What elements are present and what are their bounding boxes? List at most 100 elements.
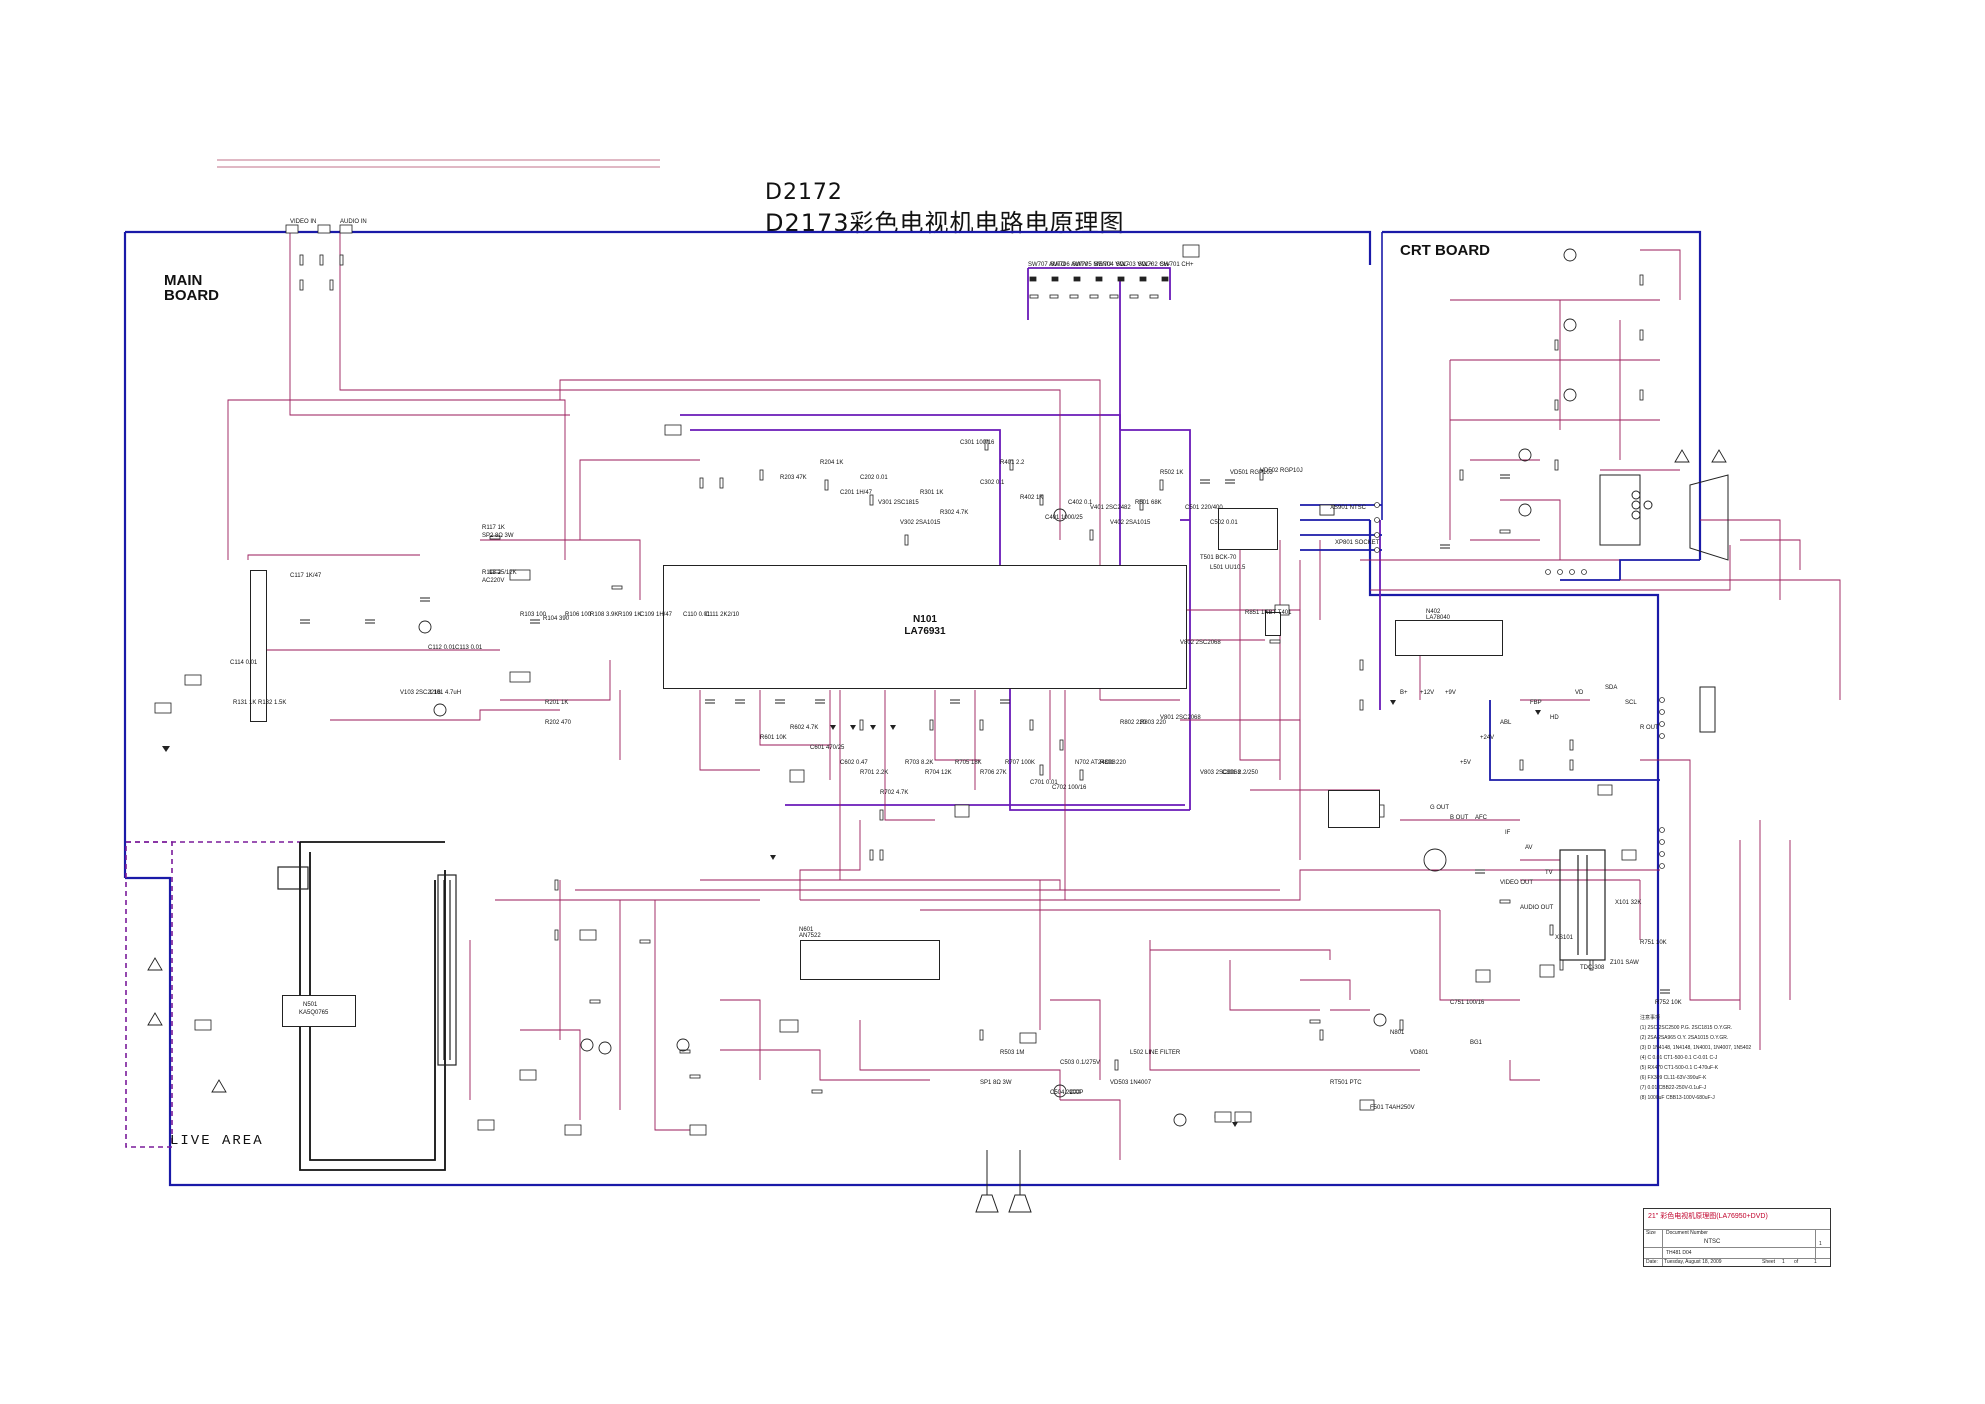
component-label: C109 1H/47	[640, 612, 673, 618]
notes-item-1: (1) 2SC 2SC2500 P.G. 2SC1815 O.Y.GR.	[1640, 1025, 1733, 1031]
notes-heading: 注意事项	[1640, 1015, 1661, 1021]
component-label: R402 1K	[1020, 495, 1044, 501]
title-line-1: D2172	[765, 180, 843, 205]
ic-n402-part: LA78040	[1426, 615, 1451, 621]
notes-item-4: (4) C 0.01 CT1-500-0.1 C-0.01 C-J	[1640, 1055, 1718, 1061]
component-label: +9V	[1445, 690, 1456, 696]
component-label: R104 390	[543, 616, 570, 622]
component-label: C112 0.01	[428, 645, 456, 651]
component-label: R302 4.7K	[940, 510, 969, 516]
component-label: B OUT	[1450, 815, 1469, 821]
key-auto: SW707 AUTO	[1028, 262, 1066, 268]
component-label: R103 100	[520, 612, 547, 618]
title-block-sheet: 1	[1782, 1259, 1785, 1265]
notes-item-8: (8) 1000uF CBB13-100V-680uF-J	[1640, 1095, 1715, 1101]
title-block-checker: TH481 D04	[1666, 1250, 1692, 1256]
component-label: R802 220	[1120, 720, 1147, 726]
video-in-label: VIDEO IN	[290, 219, 317, 225]
component-label: R701 2.2K	[860, 770, 889, 776]
component-label: R703 8.2K	[905, 760, 934, 766]
component-label: R803 220	[1140, 720, 1167, 726]
component-label: C301 100/16	[960, 440, 995, 446]
component-label: R131 1K	[233, 700, 257, 706]
notes-item-6: (6) FX309 CL11-63V-390uF-K	[1640, 1075, 1707, 1081]
component-label: XS101	[1555, 935, 1574, 941]
component-label: C702 100/16	[1052, 785, 1087, 791]
component-label: R202 470	[545, 720, 572, 726]
component-label: VIDEO OUT	[1500, 880, 1534, 886]
component-label: HD	[1550, 715, 1559, 721]
component-label: C504 2200P	[1050, 1090, 1084, 1096]
component-label: G OUT	[1430, 805, 1449, 811]
component-label: SCL	[1625, 700, 1637, 706]
component-label: VD801	[1410, 1050, 1429, 1056]
component-label: R706 27K	[980, 770, 1007, 776]
component-label: R801 220	[1100, 760, 1127, 766]
component-label: R601 10K	[760, 735, 787, 741]
title-block-of-val: 1	[1814, 1259, 1817, 1265]
component-label: Z101 SAW	[1610, 960, 1639, 966]
component-label: FBP	[1530, 700, 1542, 706]
component-label: L502 LINE FILTER	[1130, 1050, 1181, 1056]
live-area-label: LIVE AREA	[170, 1133, 264, 1149]
component-label: TDC-308	[1580, 965, 1605, 971]
ic-n702	[1218, 508, 1278, 550]
audio-in-label: AUDIO IN	[340, 219, 367, 225]
component-label: SP2 8Ω 3W	[482, 533, 514, 539]
key-vol-up: SW703 VOL+	[1116, 262, 1153, 268]
component-label: C701 0.01	[1030, 780, 1058, 786]
component-label: R707 100K	[1005, 760, 1036, 766]
component-label: C801 2.2/250	[1222, 770, 1259, 776]
component-label: ABL	[1500, 720, 1512, 726]
component-label: XP801 SOCKET	[1335, 540, 1380, 546]
component-label: V801 2SC2068	[1160, 715, 1201, 721]
key-ch-down: SW702 CH-	[1138, 262, 1171, 268]
component-label: C601 470/25	[810, 745, 845, 751]
component-label: R108 3.9K	[590, 612, 619, 618]
component-label: C401 1000/25	[1045, 515, 1083, 521]
component-label: C402 0.1	[1068, 500, 1093, 506]
component-label: L101 4.7uH	[430, 690, 462, 696]
title-block-size-label: Size	[1646, 1230, 1656, 1236]
component-label: C501 220/400	[1185, 505, 1223, 511]
component-label: R401 2.2	[1000, 460, 1025, 466]
title-block-title: 21" 彩色电视机原理图(LA76950+DVD)	[1648, 1213, 1768, 1220]
component-label: SP1 8Ω 3W	[980, 1080, 1012, 1086]
ic-n601-part: AN7522	[799, 933, 821, 939]
main-board-label-line1: MAIN	[164, 272, 203, 289]
component-label: C113 0.01	[455, 645, 483, 651]
component-label: R752 10K	[1655, 1000, 1682, 1006]
notes-item-5: (5) RX470 CT1-500-0.1 C-470uF-K	[1640, 1065, 1719, 1071]
component-label: V301 2SC1815	[878, 500, 919, 506]
component-label: AFC	[1475, 815, 1487, 821]
title-block-date: Tuesday, August 18, 2009	[1664, 1259, 1722, 1265]
title-block: 21" 彩色电视机原理图(LA76950+DVD) Size Document …	[1643, 1208, 1831, 1267]
component-label: R751 10K	[1640, 940, 1667, 946]
component-label: V302 2SA1015	[900, 520, 941, 526]
component-label: AC220V	[482, 578, 505, 584]
component-label: R117 1K	[482, 525, 505, 531]
component-label: C114 0.01	[230, 660, 258, 666]
component-label: XS901 NTSC	[1330, 505, 1367, 511]
component-label: R851 1K	[1245, 610, 1269, 616]
component-label: V103 2SC2216	[400, 690, 441, 696]
main-board-label-line2: BOARD	[164, 287, 219, 304]
ic-n402: N402 LA78040	[1395, 609, 1503, 656]
component-label: IF	[1505, 830, 1511, 836]
ic-n501: N501 KA5Q0765	[282, 995, 356, 1027]
component-label: B+	[1400, 690, 1408, 696]
notes-block: 注意事项 (1) 2SC 2SC2500 P.G. 2SC1815 O.Y.GR…	[1640, 1013, 1770, 1103]
component-label: SDA	[1605, 685, 1618, 691]
ic-n402-ref: N402	[1426, 609, 1441, 615]
component-label: R702 4.7K	[880, 790, 909, 796]
component-label: C110 0.01	[683, 612, 711, 618]
component-label: R118 25/12K	[482, 570, 517, 576]
ic-n501-ref: N501	[303, 1002, 318, 1008]
ic-n101: N101 LA76931	[663, 565, 1187, 689]
ic-n501-part: KA5Q0765	[299, 1010, 329, 1016]
component-label: V802 2SC2068	[1180, 640, 1221, 646]
component-label: C751 100/16	[1450, 1000, 1485, 1006]
component-label: R106 100	[565, 612, 592, 618]
component-label: V401 2SC2482	[1090, 505, 1131, 511]
